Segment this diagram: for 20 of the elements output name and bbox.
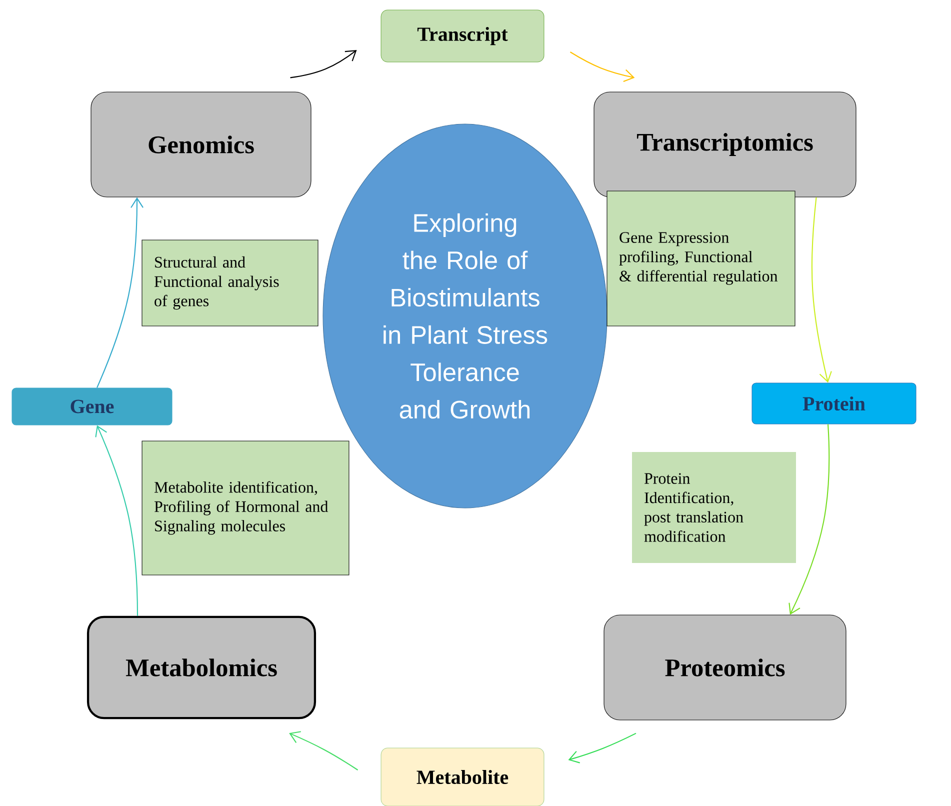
arrow — [289, 731, 358, 770]
description-box: Gene Expression profiling, Functional & differential regulation — [606, 190, 796, 326]
topic-box: Metabolomics — [86, 616, 316, 720]
description-box: Metabolite identification, Profiling of Hormonal and Signaling molecules — [142, 440, 350, 576]
label-box: Protein — [752, 382, 916, 424]
arrow — [96, 197, 144, 388]
label-box: Transcript — [380, 10, 544, 62]
topic-box: Transcriptomics — [594, 92, 856, 198]
description-box: Protein Identification, post translation modification — [632, 452, 796, 563]
label-box: Metabolite — [380, 748, 544, 806]
arrow — [811, 197, 832, 383]
topic-box: Proteomics — [604, 614, 846, 720]
arrow — [568, 732, 636, 764]
label-box: Gene — [12, 388, 172, 426]
description-box: Structural and Functional analysis of genes — [142, 240, 318, 326]
arrow — [290, 50, 357, 78]
arrow — [570, 52, 635, 82]
topic-box: Genomics — [90, 92, 312, 198]
arrow — [95, 425, 138, 616]
arrow — [788, 424, 830, 615]
